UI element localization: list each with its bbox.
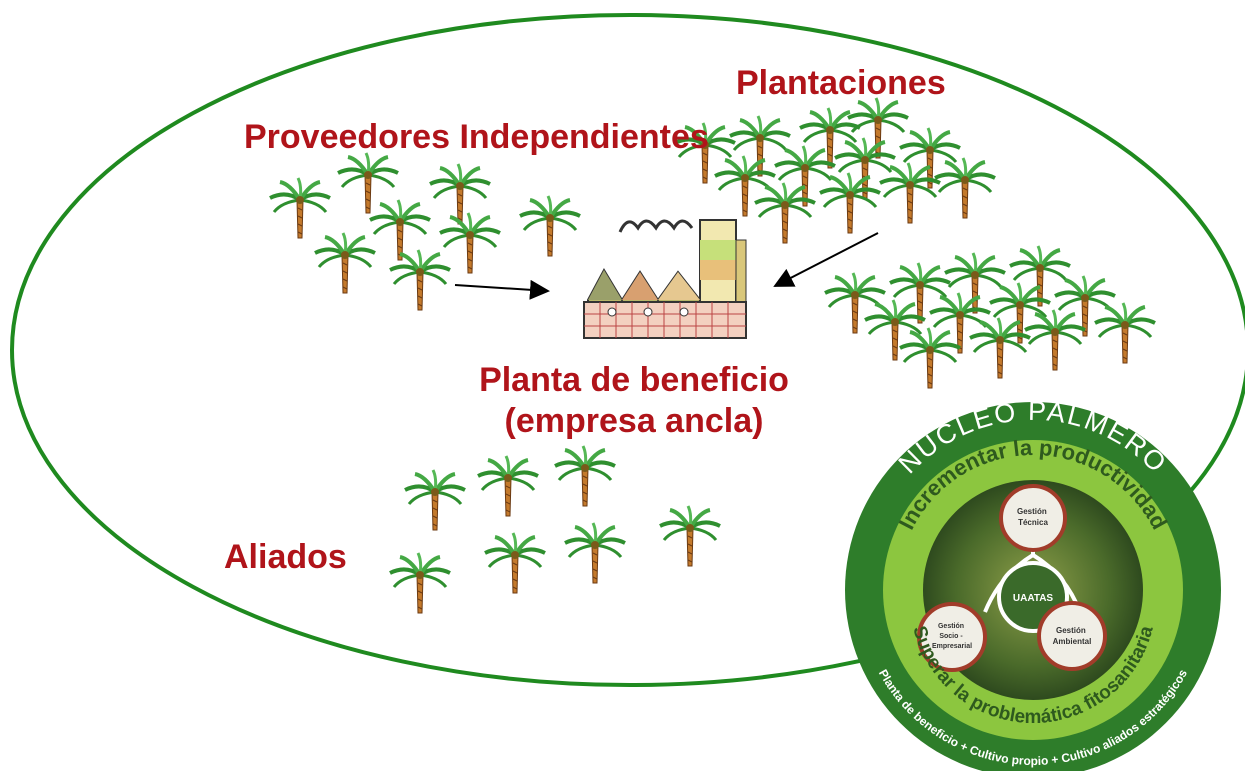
label-mill-line2: (empresa ancla) bbox=[504, 402, 764, 441]
label-allies: Aliados bbox=[224, 538, 347, 576]
svg-text:Gestión Socio - Em: Gestión Socio - Empresarial bbox=[932, 623, 972, 650]
arrow-plantations-to-mill bbox=[773, 232, 879, 287]
svg-text:Gestión Técnica: Gestión Técnica bbox=[1017, 507, 1049, 527]
arrow-suppliers-to-mill bbox=[454, 279, 550, 300]
nucleo-palmero-badge: Gestión Técnica UAATAS Gestión Socio - E… bbox=[845, 396, 1221, 771]
node-technical bbox=[999, 484, 1067, 552]
node-environmental bbox=[1037, 601, 1107, 671]
node-environmental-line1: Gestión bbox=[1056, 626, 1086, 635]
factory-icon bbox=[583, 219, 747, 339]
label-mill-line1: Planta de beneficio bbox=[479, 361, 789, 399]
node-uaatas-label: UAATAS bbox=[1013, 593, 1054, 604]
label-mill: Planta de beneficio (empresa ancla) bbox=[474, 360, 794, 443]
allies-palms bbox=[388, 444, 722, 615]
node-social-line1: Gestión bbox=[938, 623, 964, 630]
label-independent-suppliers: Proveedores Independientes bbox=[244, 118, 709, 156]
plantations-palms-right bbox=[823, 244, 1157, 390]
node-social bbox=[917, 602, 987, 672]
node-technical-line1: Gestión bbox=[1017, 507, 1047, 516]
node-environmental-line2: Ambiental bbox=[1053, 637, 1092, 646]
node-technical-line2: Técnica bbox=[1018, 518, 1048, 527]
node-social-line2: Socio - bbox=[939, 633, 963, 640]
svg-text:Gestión Ambiental: Gestión Ambiental bbox=[1053, 626, 1092, 646]
node-social-line3: Empresarial bbox=[932, 643, 972, 650]
cluster-ellipse bbox=[10, 13, 1245, 687]
independent-suppliers-palms bbox=[268, 151, 582, 312]
label-plantations: Plantaciones bbox=[736, 64, 946, 102]
